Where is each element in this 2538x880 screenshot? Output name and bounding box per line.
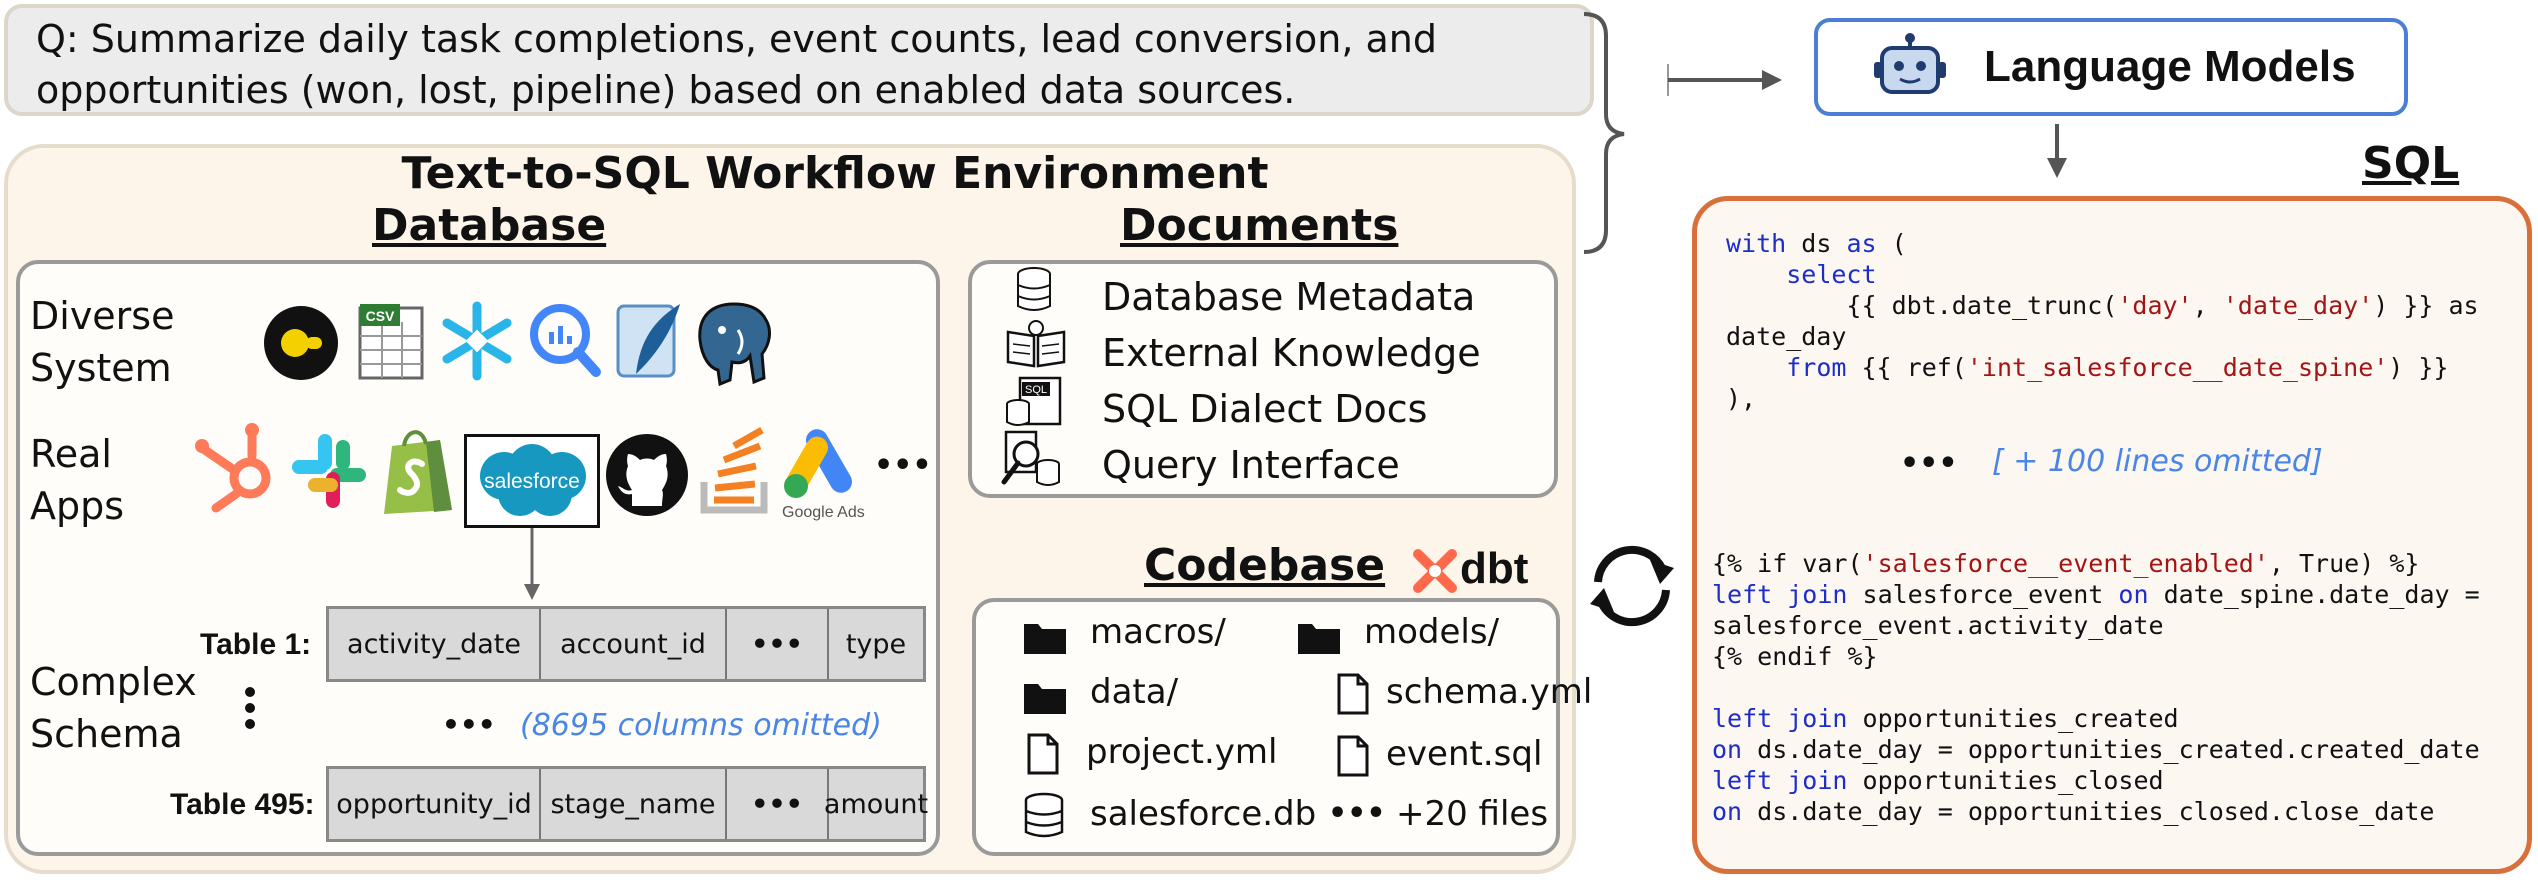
- table-1: activity_date account_id ••• type: [326, 606, 926, 682]
- snowflake-icon: [442, 301, 512, 381]
- codebase-title: Codebase: [1144, 540, 1386, 591]
- table-495-column-ellipsis: •••: [727, 769, 829, 839]
- salesforce-logo-text: salesforce: [484, 470, 580, 493]
- doc-query-interface: Query Interface: [1102, 443, 1400, 487]
- file-icon: [1337, 735, 1369, 777]
- postgres-icon: [698, 302, 771, 387]
- arrow-to-sql: [2047, 124, 2067, 178]
- table-495-label: Table 495:: [170, 788, 315, 821]
- folder-icon: [1024, 684, 1066, 714]
- sql-doc-icon: SQL: [1006, 376, 1062, 426]
- salesforce-arrow: [524, 528, 540, 600]
- codebase-db: salesforce.db: [1090, 794, 1317, 834]
- vertical-ellipsis: [245, 687, 255, 729]
- codebase-panel: [972, 598, 1560, 856]
- codebase-schema: schema.yml: [1386, 672, 1593, 712]
- github-icon: [606, 434, 688, 516]
- question-line-1: Q: Summarize daily task completions, eve…: [36, 17, 1437, 61]
- sql-code-bottom: {% if var('salesforce__event_enabled', T…: [1712, 549, 2480, 826]
- svg-text:CSV: CSV: [366, 308, 395, 324]
- documents-panel: [968, 260, 1558, 498]
- file-icon: [1027, 733, 1059, 775]
- documents-title: Documents: [1120, 200, 1399, 251]
- codebase-more: +20 files: [1396, 794, 1549, 834]
- svg-text:SQL: SQL: [1025, 384, 1047, 396]
- question-box: Q: Summarize daily task completions, eve…: [4, 4, 1594, 116]
- hubspot-icon: [195, 423, 271, 513]
- google-ads-icon: [784, 429, 852, 498]
- database-title: Database: [372, 200, 607, 251]
- book-bulb-icon: [1006, 320, 1066, 368]
- codebase-project: project.yml: [1086, 732, 1278, 772]
- robot-icon: [1874, 33, 1946, 94]
- table-495: opportunity_id stage_name ••• amount: [326, 766, 929, 842]
- table-1-column-1: activity_date: [329, 609, 541, 679]
- bigquery-icon: [530, 304, 601, 377]
- google-ads-caption: Google Ads: [782, 504, 865, 521]
- question-line-2: opportunities (won, lost, pipeline) base…: [36, 68, 1296, 112]
- language-models-box: Language Models: [1814, 18, 2408, 116]
- folder-icon: [1298, 624, 1340, 654]
- database-icon: [1024, 792, 1064, 838]
- codebase-data: data/: [1090, 672, 1179, 712]
- sql-ellipsis: •••: [1900, 446, 1958, 481]
- sync-icon: [1590, 545, 1674, 627]
- csv-icon: CSV: [358, 304, 424, 380]
- table-1-label: Table 1:: [200, 628, 312, 661]
- columns-omitted-note: (8695 columns omitted): [520, 708, 882, 743]
- sqlite-icon: [616, 304, 680, 378]
- table-1-column-ellipsis: •••: [727, 609, 829, 679]
- curly-brace: [1583, 12, 1625, 254]
- folder-icon: [1024, 624, 1066, 654]
- language-models-label: Language Models: [1984, 42, 2356, 91]
- salesforce-icon: salesforce: [480, 444, 586, 516]
- slack-icon: [292, 434, 366, 508]
- sql-omitted-note: [ + 100 lines omitted]: [1992, 444, 2323, 479]
- codebase-ellipsis: •••: [1328, 796, 1386, 831]
- doc-sql-dialect: SQL Dialect Docs: [1102, 387, 1428, 431]
- arrow-to-models: [1667, 64, 1782, 96]
- sql-box: [1692, 196, 2532, 874]
- query-search-icon: [1001, 430, 1060, 486]
- dbt-label: dbt: [1460, 544, 1529, 593]
- sql-title: SQL: [2362, 138, 2460, 189]
- codebase-event: event.sql: [1386, 734, 1543, 774]
- table-1-column-2: account_id: [541, 609, 727, 679]
- table-1-column-4: type: [845, 628, 907, 660]
- codebase-macros: macros/: [1090, 612, 1226, 652]
- sql-code-top: with ds as ( select {{ dbt.date_trunc('d…: [1726, 229, 2479, 413]
- doc-external-knowledge: External Knowledge: [1102, 331, 1481, 375]
- dbt-icon: [1413, 549, 1457, 593]
- doc-database-metadata: Database Metadata: [1102, 275, 1476, 319]
- codebase-models: models/: [1364, 612, 1500, 652]
- table-495-column-4: amount: [823, 788, 929, 820]
- file-icon: [1337, 673, 1369, 715]
- database-icon: [1017, 267, 1051, 311]
- columns-ellipsis: •••: [442, 708, 496, 741]
- apps-ellipsis: •••: [874, 448, 932, 483]
- diverse-system-label: Diverse System: [30, 294, 175, 390]
- duckdb-icon: [264, 306, 338, 380]
- complex-schema-label: Complex Schema: [30, 660, 197, 756]
- stackoverflow-icon: [700, 426, 768, 514]
- table-495-column-1: opportunity_id: [329, 769, 541, 839]
- shopify-icon: [384, 430, 452, 514]
- real-apps-label: Real Apps: [30, 432, 125, 528]
- table-495-column-2: stage_name: [541, 769, 727, 839]
- environment-title: Text-to-SQL Workflow Environment: [401, 148, 1269, 199]
